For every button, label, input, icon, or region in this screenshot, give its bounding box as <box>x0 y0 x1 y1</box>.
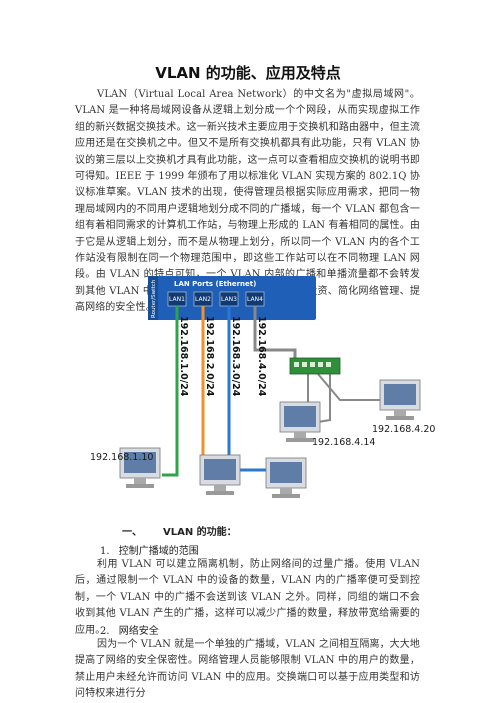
switch-icon <box>289 357 341 375</box>
subnet-label-1: 192.168.1.0/24 <box>178 316 189 397</box>
page-title: VLAN 的功能、应用及特点 <box>155 64 341 82</box>
port-label-1: LAN1 <box>169 296 185 303</box>
subheading-2: 2. 网络安全 <box>100 622 159 637</box>
section-title: VLAN 的功能： <box>162 527 237 538</box>
host-label-1: 192.168.1.10 <box>90 452 153 463</box>
computer-icon <box>265 457 307 498</box>
subnet-label-4: 192.168.4.0/24 <box>256 316 267 397</box>
host-label-3: 192.168.4.20 <box>372 424 435 435</box>
port-label-3: LAN3 <box>221 296 237 303</box>
subheading-number: 1. <box>100 546 110 557</box>
subnet-label-3: 192.168.3.0/24 <box>230 316 241 397</box>
computer-icon <box>199 454 241 495</box>
host-label-2: 192.168.4.14 <box>312 437 375 448</box>
computer-icon <box>279 401 321 442</box>
router-side-label: Router/Switch <box>151 279 157 318</box>
cable-green <box>162 306 179 477</box>
port-label-2: LAN2 <box>195 296 211 303</box>
port-label-4: LAN4 <box>247 296 263 303</box>
subheading-1: 1. 控制广播域的范围 <box>100 542 199 557</box>
computer-icon <box>379 379 421 420</box>
subheading-number: 2. <box>100 626 110 637</box>
sub2-paragraph: 因为一个 VLAN 就是一个单独的广播域，VLAN 之间相互隔离，大大地提高了网… <box>75 639 420 700</box>
subnet-label-2: 192.168.2.0/24 <box>204 316 215 397</box>
router-panel-title: LAN Ports (Ethernet) <box>174 280 256 288</box>
computer-icon <box>119 447 161 488</box>
subheading-title: 网络安全 <box>118 626 159 637</box>
section-number: 一、 <box>122 527 142 538</box>
cable-gray-b <box>317 373 390 401</box>
section-heading-1: 一、 VLAN 的功能： <box>122 523 237 538</box>
subheading-title: 控制广播域的范围 <box>118 546 199 557</box>
sub1-paragraph: 利用 VLAN 可以建立隔离机制，防止网络间的过量广播。使用 VLAN 后，通过… <box>75 559 420 636</box>
vlan-network-diagram: Router/Switch LAN Ports (Ethernet) LAN1 … <box>90 276 435 498</box>
